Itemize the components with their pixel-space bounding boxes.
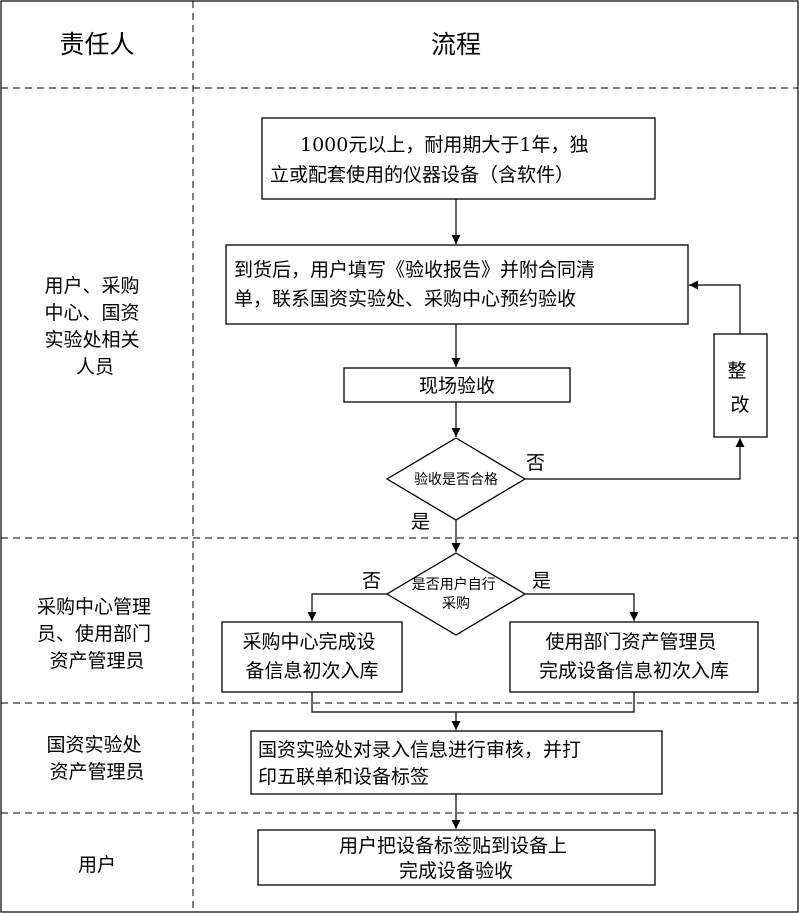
rectify-box bbox=[713, 333, 768, 438]
lane-label-user-group: 用户、采购 中心、国资 实验处相关 人员 bbox=[44, 275, 145, 378]
process-column-header: 流程 bbox=[431, 30, 481, 59]
role-column-header: 责任人 bbox=[59, 30, 134, 59]
arrow-rectify-to-register bbox=[689, 280, 741, 334]
review-box bbox=[250, 730, 663, 795]
lane-label-asset-office: 国资实验处 资产管理员 bbox=[46, 734, 147, 783]
finish-text: 用户把设备标签贴到设备上 完成设备验收 bbox=[339, 835, 573, 882]
onsite-box bbox=[343, 367, 571, 403]
merge-line bbox=[311, 692, 635, 713]
self-purchase-decision bbox=[385, 552, 527, 636]
center-entry-text: 采购中心完成设 备信息初次入库 bbox=[242, 631, 381, 682]
arrow-fail-to-rectify bbox=[525, 438, 745, 480]
label-self-yes: 是 bbox=[532, 570, 551, 592]
register-text: 到货后，用户填写《验收报告》并附合同清 单，联系国资实验处、采购中心预约验收 bbox=[234, 259, 601, 310]
label-self-no: 否 bbox=[362, 570, 381, 592]
label-qualified-yes: 是 bbox=[411, 511, 430, 533]
scope-box bbox=[261, 117, 656, 200]
register-box bbox=[225, 244, 689, 325]
review-text: 国资实验处对录入信息进行审核，并打 印五联单和设备标签 bbox=[258, 739, 587, 788]
lane-label-user: 用户 bbox=[78, 854, 116, 876]
scope-text: 1000元以上，耐用期大于1年，独 立或配套使用的仪器设备（含软件） bbox=[270, 134, 595, 186]
onsite-text: 现场验收 bbox=[419, 375, 495, 397]
label-qualified-no: 否 bbox=[526, 452, 545, 474]
self-purchase-text: 是否用户自行 采购 bbox=[412, 576, 500, 612]
lane-label-purchase-managers: 采购中心管理 员、使用部门 资产管理员 bbox=[37, 596, 157, 672]
arrow-no-to-center-entry bbox=[307, 593, 387, 621]
qualified-text: 验收是否合格 bbox=[414, 472, 498, 488]
dept-entry-text: 使用部门资产管理员 完成设备信息初次入库 bbox=[539, 631, 729, 682]
arrow-yes-to-dept-entry bbox=[525, 593, 639, 621]
rectify-text: 整 改 bbox=[727, 360, 752, 416]
finish-box bbox=[257, 829, 656, 886]
